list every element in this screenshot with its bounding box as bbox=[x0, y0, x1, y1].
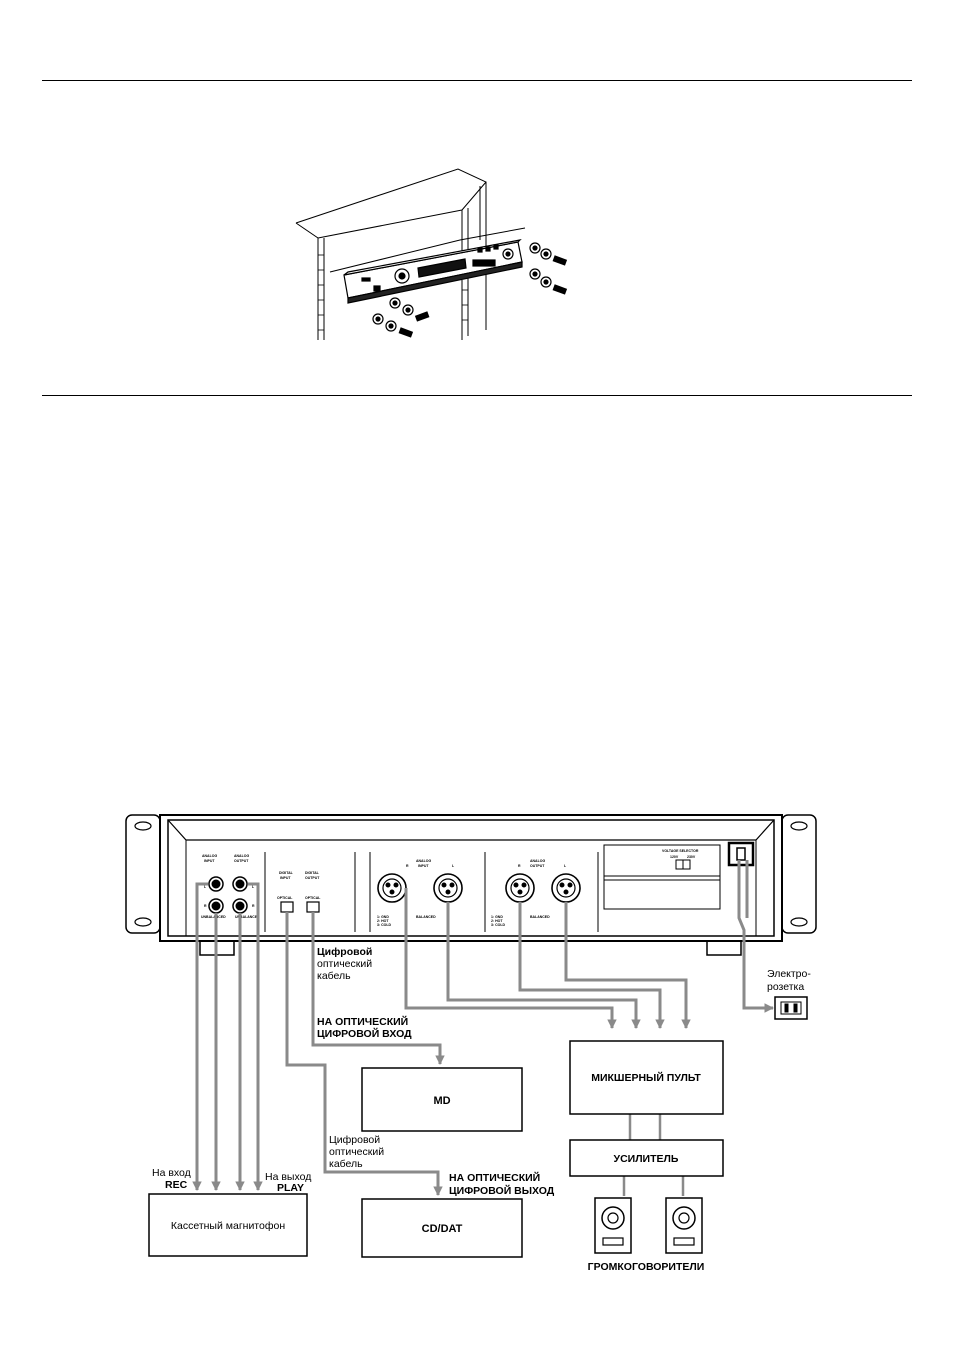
to-optical-in-1: НА ОПТИЧЕСКИЙ bbox=[317, 1015, 408, 1028]
voltage-selector-label: VOLTAGE SELECTOR bbox=[662, 849, 699, 853]
xlr-in-l: L bbox=[452, 864, 455, 868]
cable-xlr-out-l bbox=[564, 902, 691, 1029]
middle-rule bbox=[42, 395, 912, 396]
rack-ear-left bbox=[125, 814, 161, 934]
cable-xlr-out-r bbox=[518, 902, 665, 1029]
xlr-out-r: R bbox=[518, 864, 521, 868]
voltage-selector-panel bbox=[603, 844, 721, 910]
connection-diagram: ANALOG INPUT ANALOG OUTPUT L L R R UNBAL… bbox=[125, 814, 817, 1273]
to-optical-out-2: ЦИФРОВОЙ ВЫХОД bbox=[449, 1184, 555, 1197]
analog-input-label-1: ANALOG bbox=[202, 854, 217, 858]
power-outlet-label-2: розетка bbox=[767, 981, 804, 993]
cable-rec-l bbox=[192, 882, 208, 1191]
xlr-out-l: L bbox=[564, 864, 567, 868]
device-boxes bbox=[148, 1040, 724, 1258]
power-inlet bbox=[727, 841, 755, 867]
analog-xlr-input-label-1: ANALOG bbox=[416, 859, 431, 863]
mixer-label: МИКШЕРНЫЙ ПУЛЬТ bbox=[591, 1071, 701, 1084]
speakers-label: ГРОМКОГОВОРИТЕЛИ bbox=[588, 1261, 705, 1273]
xlr-in-pin-3: 3: COLD bbox=[377, 923, 391, 927]
cd-dat-box bbox=[361, 1198, 523, 1258]
mixer-box bbox=[569, 1040, 724, 1115]
to-optical-out-1: НА ОПТИЧЕСКИЙ bbox=[449, 1171, 540, 1184]
xlr-connectors bbox=[377, 873, 581, 903]
recorder-unit bbox=[343, 239, 523, 304]
optical-cable-bottom-3: кабель bbox=[329, 1158, 363, 1170]
rack-left-post bbox=[295, 222, 319, 340]
optical-cable-top-1: Цифровой bbox=[317, 946, 372, 958]
amplifier-box bbox=[569, 1139, 724, 1177]
digital-output-label-1: DIGITAL bbox=[305, 871, 320, 875]
speaker-cones bbox=[601, 1206, 696, 1246]
analog-output-label-1: ANALOG bbox=[234, 854, 249, 858]
panel-labels: ANALOG INPUT ANALOG OUTPUT L L R R UNBAL… bbox=[201, 849, 699, 927]
analog-input-label-2: INPUT bbox=[204, 859, 215, 863]
rack-top bbox=[295, 168, 487, 224]
optical-cable-top-3: кабель bbox=[317, 970, 351, 982]
voltage-option-230: 230V bbox=[687, 855, 696, 859]
balanced-in-label: BALANCED bbox=[416, 915, 436, 919]
power-outlet-label-1: Электро- bbox=[767, 968, 811, 980]
optical-cable-bottom-1: Цифровой bbox=[329, 1134, 380, 1146]
unbalanced-label-1: UNBALANCED bbox=[201, 915, 226, 919]
analog-xlr-output-label-1: ANALOG bbox=[530, 859, 545, 863]
to-rec-input-2: REC bbox=[165, 1179, 188, 1191]
optical-in-port bbox=[280, 901, 294, 913]
digital-input-label-1: DIGITAL bbox=[279, 871, 294, 875]
xlr-in-r: R bbox=[406, 864, 409, 868]
amplifier-label: УСИЛИТЕЛЬ bbox=[614, 1153, 679, 1165]
optical-in-label: OPTICAL bbox=[277, 896, 293, 900]
analog-xlr-output-label-2: OUTPUT bbox=[530, 864, 545, 868]
cable-optical-in bbox=[285, 912, 443, 1196]
xlr-out-pin-2: 2: HOT bbox=[491, 919, 503, 923]
rear-panel bbox=[125, 814, 817, 956]
top-rule bbox=[42, 80, 912, 81]
xlr-out-pin-3: 3: COLD bbox=[491, 923, 505, 927]
analog-out-r: R bbox=[252, 904, 255, 908]
analog-in-r: R bbox=[204, 904, 207, 908]
voltage-option-120: 120V bbox=[670, 855, 679, 859]
rack-mount-illustration bbox=[295, 168, 568, 340]
cd-dat-label: CD/DAT bbox=[422, 1223, 463, 1235]
xlr-in-pin-2: 2: HOT bbox=[377, 919, 389, 923]
power-outlet bbox=[774, 996, 808, 1020]
cable-power-a bbox=[737, 860, 774, 1013]
cable-optical-out bbox=[311, 912, 445, 1065]
unbalanced-label-2: UNBALANCED bbox=[235, 915, 260, 919]
mounting-screws bbox=[372, 242, 568, 338]
cable-xlr-in-l bbox=[446, 902, 641, 1029]
digital-input-label-2: INPUT bbox=[280, 876, 291, 880]
rack-ear-right bbox=[781, 814, 817, 934]
cassette-deck-box bbox=[148, 1193, 308, 1257]
cable-xlr-in-r bbox=[404, 888, 617, 1029]
optical-cable-top-2: оптический bbox=[317, 958, 372, 970]
xlr-out-pin-1: 1: GND bbox=[491, 915, 503, 919]
to-play-output-1: На выход bbox=[265, 1171, 311, 1183]
md-box bbox=[361, 1067, 523, 1132]
cassette-deck-label: Кассетный магнитофон bbox=[171, 1220, 285, 1232]
md-label: MD bbox=[433, 1095, 450, 1107]
analog-in-l: L bbox=[204, 885, 207, 889]
cables bbox=[192, 860, 774, 1196]
cable-play-l bbox=[248, 882, 263, 1191]
analog-out-l: L bbox=[252, 885, 255, 889]
optical-cable-bottom-2: оптический bbox=[329, 1146, 384, 1158]
to-optical-in-2: ЦИФРОВОЙ ВХОД bbox=[317, 1027, 412, 1040]
optical-out-label: OPTICAL bbox=[305, 896, 321, 900]
xlr-in-pin-1: 1: GND bbox=[377, 915, 389, 919]
analog-output-label-2: OUTPUT bbox=[234, 859, 249, 863]
balanced-out-label: BALANCED bbox=[530, 915, 550, 919]
to-rec-input-1: На вход bbox=[152, 1167, 191, 1179]
analog-xlr-input-label-2: INPUT bbox=[418, 864, 429, 868]
to-play-output-2: PLAY bbox=[277, 1182, 304, 1194]
digital-output-label-2: OUTPUT bbox=[305, 876, 320, 880]
optical-out-port bbox=[306, 901, 320, 913]
